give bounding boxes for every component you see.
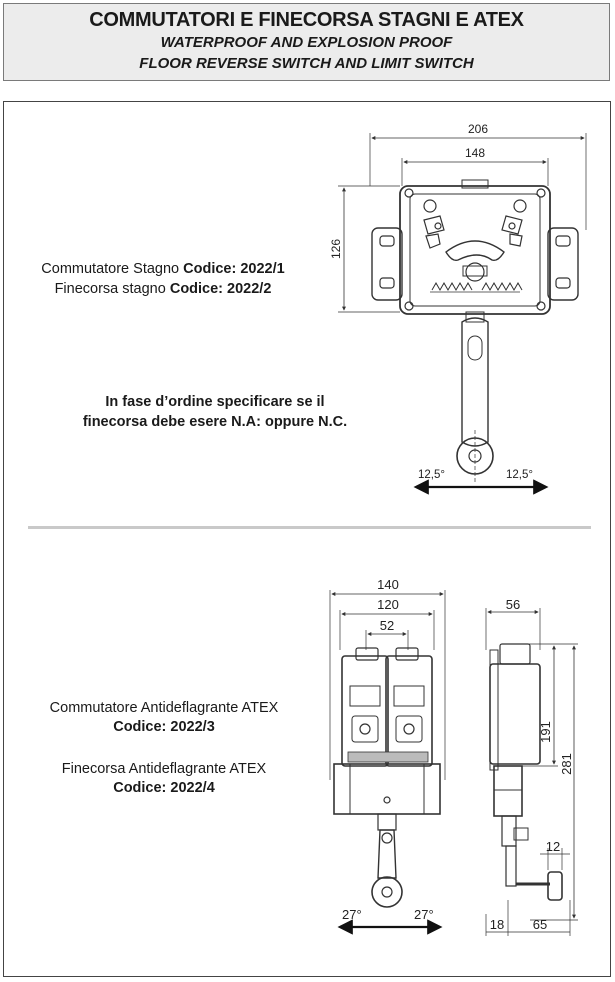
dimension-labels: 206 148 126 12,5° 12,5° 140 120 52 27° 2… [329, 122, 574, 932]
dim-65: 65 [533, 917, 547, 932]
page-title: COMMUTATORI E FINECORSA STAGNI E ATEX [89, 9, 524, 31]
content-panel [3, 101, 611, 977]
angle-left-label: 12,5° [418, 469, 445, 481]
page-header: COMMUTATORI E FINECORSA STAGNI E ATEX WA… [3, 3, 610, 81]
dim-281: 281 [559, 753, 574, 775]
product-line-2022-2: Finecorsa stagno Codice: 2022/2 [24, 280, 302, 299]
order-note-line-2: finecorsa debe esere N.A: oppure N.C. [82, 414, 348, 430]
dim-191: 191 [538, 721, 553, 743]
product-line-2022-4-code: Codice: 2022/4 [113, 780, 215, 796]
dim-18: 18 [490, 917, 504, 932]
order-note-line-1: In fase d’ordine specificare se il [105, 394, 325, 410]
dim-148: 148 [465, 146, 485, 160]
drawing-waterproof-switch [338, 133, 587, 482]
order-note: In fase d’ordine specificare se il finec… [35, 392, 395, 432]
product-name: Commutatore Stagno [41, 261, 184, 277]
dim-140: 140 [377, 577, 399, 592]
page-subtitle-2: FLOOR REVERSE SWITCH AND LIMIT SWITCH [139, 55, 474, 72]
dim-52: 52 [380, 618, 394, 633]
drawing-atex-front [329, 590, 446, 908]
angle-left-label-atex: 27° [342, 907, 362, 922]
section-divider [28, 526, 591, 529]
page-subtitle-1: WATERPROOF AND EXPLOSION PROOF [160, 34, 453, 51]
product-line-2022-4-name: Finecorsa Antideflagrante ATEX [61, 761, 267, 777]
angle-right-label: 12,5° [506, 469, 533, 481]
product-code: Codice: 2022/1 [183, 261, 285, 277]
product-line-2022-3-code: Codice: 2022/3 [113, 719, 215, 735]
drawing-atex-side [485, 608, 578, 936]
product-line-2022-3-name: Commutatore Antideflagrante ATEX [49, 700, 279, 716]
dim-56: 56 [506, 597, 520, 612]
dim-120: 120 [377, 597, 399, 612]
product-line-2022-1: Commutatore Stagno Codice: 2022/1 [24, 260, 302, 279]
dim-126: 126 [329, 239, 343, 259]
dim-12: 12 [546, 839, 560, 854]
dim-206: 206 [468, 122, 488, 136]
product-name: Finecorsa stagno [54, 281, 170, 297]
product-code: Codice: 2022/2 [169, 281, 272, 297]
angle-right-label-atex: 27° [414, 907, 434, 922]
